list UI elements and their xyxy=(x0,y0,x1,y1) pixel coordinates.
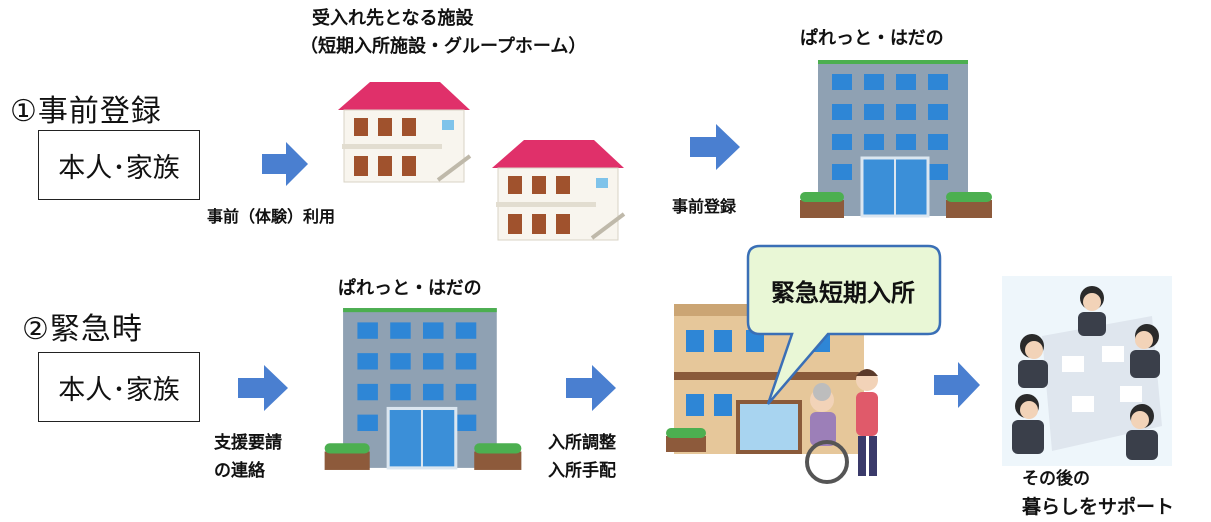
right-arrow-icon xyxy=(238,363,290,413)
section1-office-label: ぱれっと・はだの xyxy=(800,28,944,49)
office-building-icon xyxy=(318,306,528,472)
section1-actor-box: 本人･家族 xyxy=(38,130,200,200)
meeting-icon xyxy=(1002,276,1172,466)
section1-title: ①事前登録 xyxy=(10,94,162,129)
section2-arrow2-label-line1: 入所調整 xyxy=(548,433,616,453)
apartment-icon xyxy=(330,76,480,186)
facility-label-line2: （短期入所施設・グループホーム） xyxy=(300,36,587,57)
result-label-line1: その後の xyxy=(1022,469,1090,489)
right-arrow-icon xyxy=(934,360,982,410)
section2-arrow2-label-line2: 入所手配 xyxy=(548,461,616,481)
section2-title: ②緊急時 xyxy=(22,312,143,347)
callout-bubble xyxy=(746,244,942,408)
apartment-icon xyxy=(484,134,634,244)
right-arrow-icon xyxy=(262,140,310,188)
section2-arrow1-label-line2: の連絡 xyxy=(214,461,265,481)
section2-office-label: ぱれっと・はだの xyxy=(338,278,482,299)
right-arrow-icon xyxy=(566,363,618,413)
callout-text: 緊急短期入所 xyxy=(771,278,915,307)
result-label-line2: 暮らしをサポート xyxy=(1022,496,1175,518)
right-arrow-icon xyxy=(690,122,742,172)
section2-actor-box: 本人･家族 xyxy=(38,352,200,422)
section1-arrow1-label: 事前（体験）利用 xyxy=(207,207,336,226)
section1-arrow2-label: 事前登録 xyxy=(672,197,737,216)
section2-arrow1-label-line1: 支援要請 xyxy=(214,433,282,453)
section1-actor-label: 本人･家族 xyxy=(58,152,180,184)
office-building-icon xyxy=(796,58,996,220)
section2-actor-label: 本人･家族 xyxy=(58,374,180,406)
facility-label-line1: 受入れ先となる施設 xyxy=(312,8,474,29)
